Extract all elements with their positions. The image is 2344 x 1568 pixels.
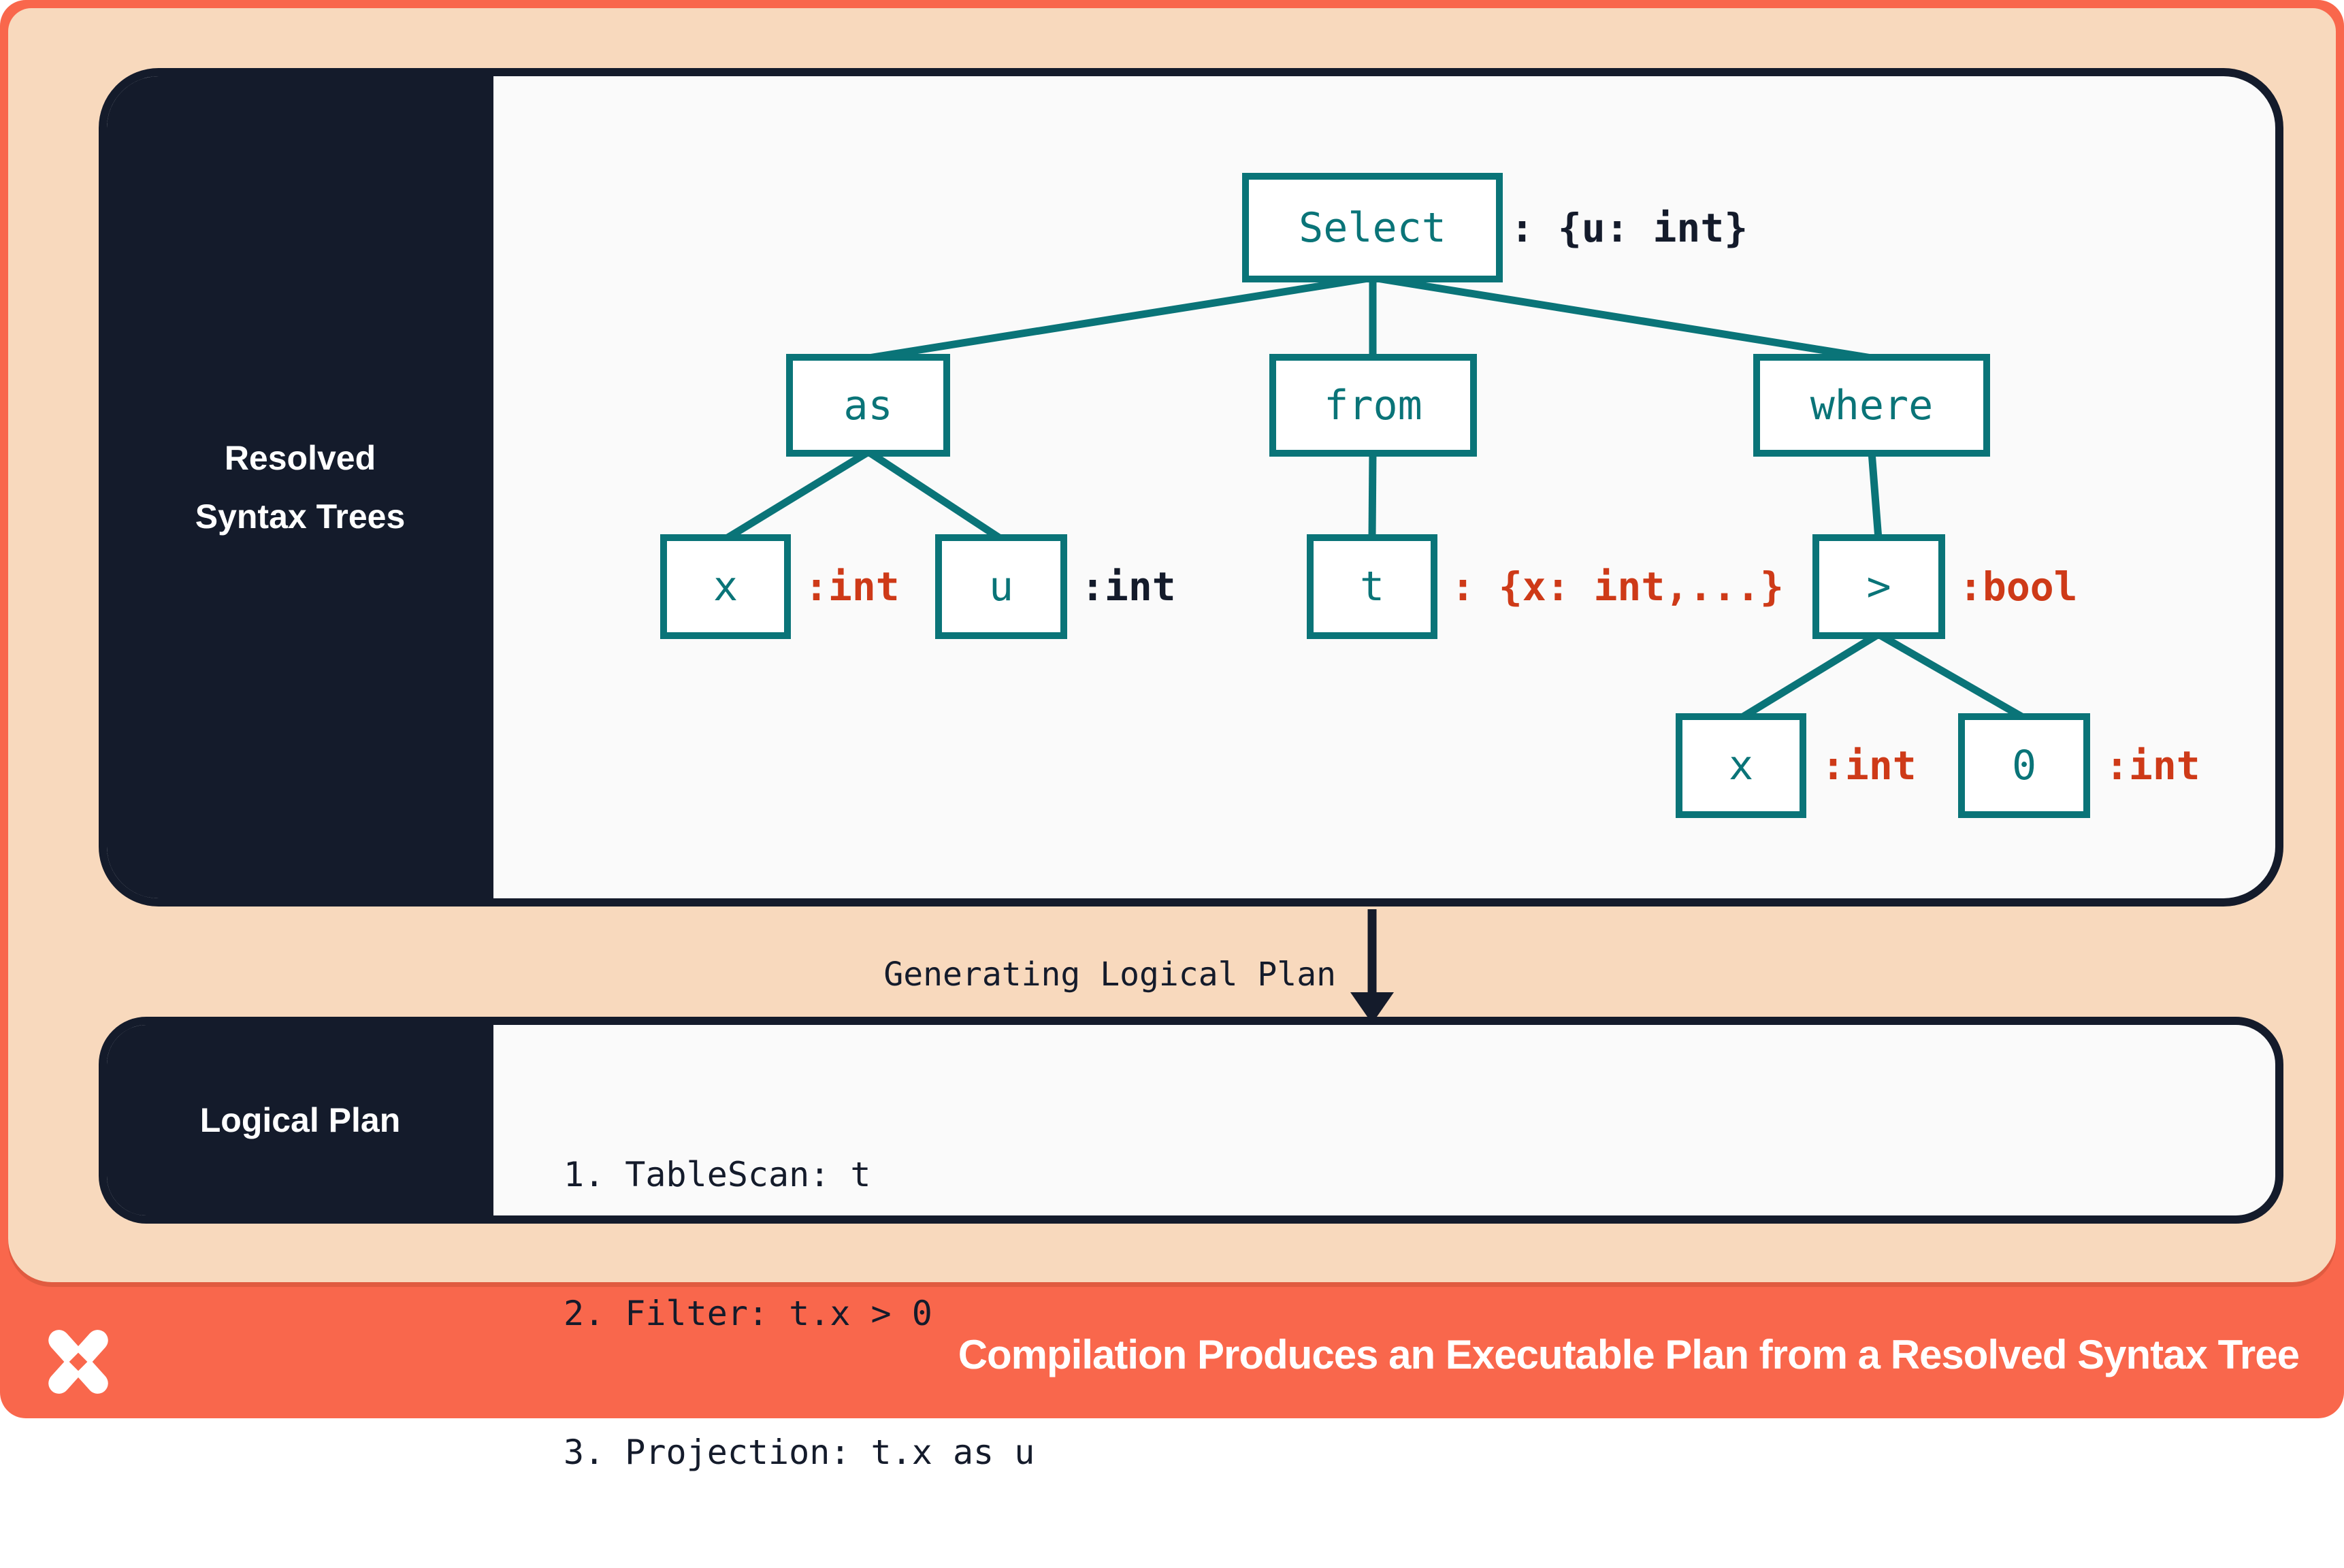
infographic-canvas: Resolved Syntax Trees Select : {u: int} … [0,0,2344,1472]
logical-plan-step: 1. TableScan: t [564,1155,871,1194]
logical-panel-title: Logical Plan [199,1101,401,1139]
logical-plan-step: 2. Filter: t.x > 0 [564,1294,932,1333]
tree-node-as-label: as [843,381,893,429]
tree-node-where: where [1753,354,1990,457]
syntax-panel-title-line2: Syntax Trees [195,497,406,536]
tree-node-select: Select [1242,173,1503,282]
tree-node-u-label: u [988,563,1014,610]
tree-node-greater-than: > [1812,534,1945,639]
tree-node-as: as [786,354,950,457]
type-annotation-u: :int [1081,564,1176,610]
syntax-panel-sidebar: Resolved Syntax Trees [107,76,493,898]
type-annotation-t: : {x: int,...} [1451,564,1784,610]
tree-node-x2: x [1676,713,1806,818]
footer-caption: Compilation Produces an Executable Plan … [958,1331,2300,1377]
tree-node-select-label: Select [1299,203,1446,252]
type-annotation-zero: :int [2105,742,2200,789]
logical-panel-sidebar: Logical Plan [107,1025,493,1215]
type-annotation-greater-than: :bool [1959,564,2078,610]
logical-plan-panel: Logical Plan [99,1017,2283,1224]
type-annotation-x2: :int [1821,742,1917,789]
tree-node-t-label: t [1359,563,1385,610]
logical-plan-steps: 1. TableScan: t 2. Filter: t.x > 0 3. Pr… [564,1059,1035,1568]
tree-node-where-label: where [1810,381,1934,429]
logical-plan-step: 3. Projection: t.x as u [564,1433,1035,1472]
tree-node-x-label: x [713,563,738,610]
generating-logical-plan-label: Generating Logical Plan [883,956,1336,994]
type-annotation-select: : {u: int} [1510,204,1748,251]
arrow-down-icon [1350,909,1394,1024]
syntax-panel-title-line1: Resolved [224,439,376,477]
tree-node-x: x [660,534,791,639]
tree-node-from: from [1269,354,1477,457]
tree-node-t: t [1307,534,1437,639]
resolved-syntax-trees-panel: Resolved Syntax Trees [99,68,2283,906]
tree-node-zero: 0 [1958,713,2090,818]
tree-node-zero-label: 0 [2011,742,2037,789]
type-annotation-x: :int [804,564,900,610]
syntax-tree-edges [723,274,2026,1024]
four-point-star-logo-icon [48,1330,108,1394]
tree-node-u: u [935,534,1067,639]
tree-node-greater-than-label: > [1866,563,1891,610]
tree-node-x2-label: x [1728,742,1754,789]
tree-node-from-label: from [1324,381,1422,429]
